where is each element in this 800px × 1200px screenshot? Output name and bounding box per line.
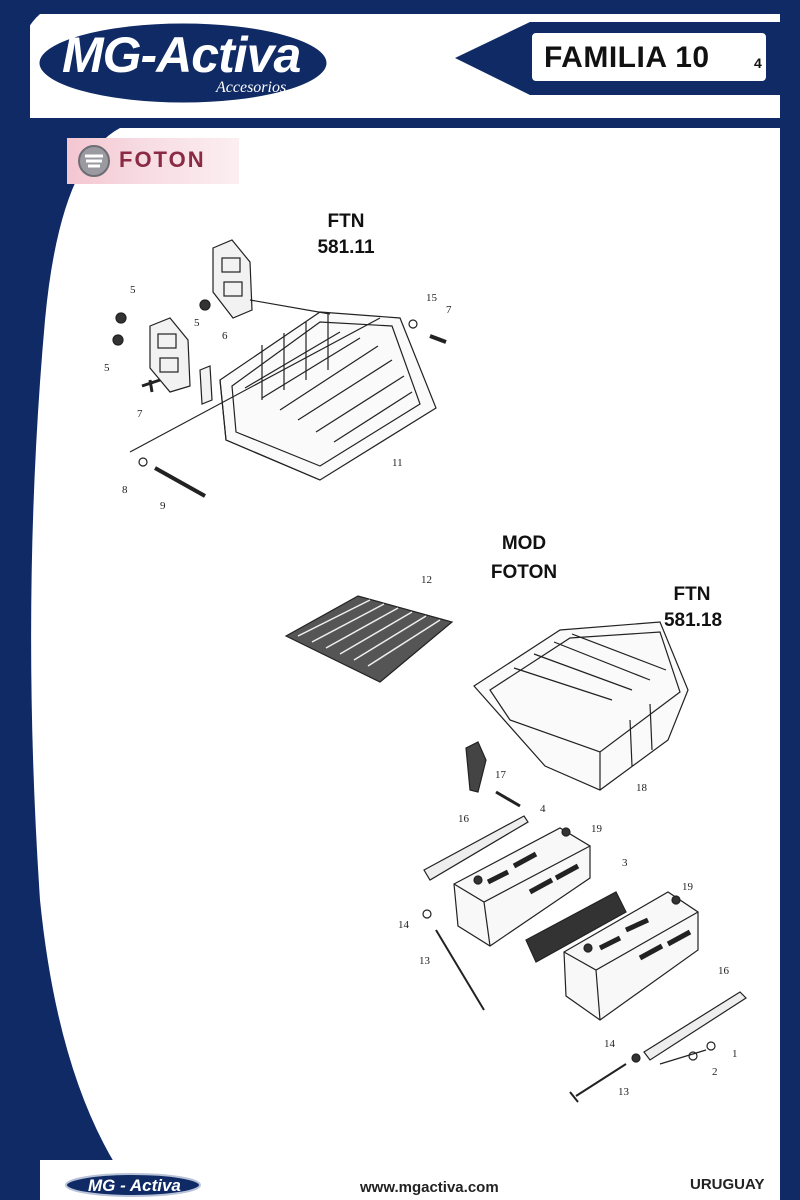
part-number: 7 bbox=[137, 408, 143, 420]
footer-logo-ellipse bbox=[65, 1173, 201, 1197]
part-number: 9 bbox=[160, 500, 166, 512]
part-number: 6 bbox=[222, 330, 228, 342]
ftn-mid-label: FTN bbox=[673, 584, 711, 605]
part-number: 19 bbox=[591, 823, 603, 835]
part-number: 7 bbox=[446, 304, 452, 316]
mod-name: FOTON bbox=[490, 562, 558, 583]
part-number: 13 bbox=[419, 955, 431, 967]
brand-badge: FOTON bbox=[67, 138, 239, 184]
part-number: 16 bbox=[718, 965, 730, 977]
part-number: 2 bbox=[712, 1066, 718, 1078]
part-number: 12 bbox=[421, 574, 432, 586]
footer-url[interactable]: www.mgactiva.com bbox=[360, 1179, 499, 1196]
basket bbox=[219, 311, 437, 481]
part-number: 15 bbox=[426, 292, 438, 304]
part-number: 5 bbox=[194, 317, 200, 329]
family-box: FAMILIA 10 4 bbox=[528, 29, 770, 85]
part-number: 5 bbox=[130, 284, 136, 296]
part-number: 8 bbox=[122, 484, 128, 496]
mod-label: MOD bbox=[501, 533, 547, 554]
ftn-top-label: FTN bbox=[327, 211, 365, 232]
part-number: 14 bbox=[398, 919, 410, 931]
family-sub: 4 bbox=[754, 55, 762, 71]
battery-left bbox=[453, 827, 591, 947]
battery-cover bbox=[473, 621, 689, 791]
part-number: 19 bbox=[682, 881, 694, 893]
foton-logo-icon bbox=[78, 145, 110, 177]
family-label: FAMILIA 10 bbox=[544, 41, 710, 74]
part-number: 13 bbox=[618, 1086, 630, 1098]
part-number: 11 bbox=[392, 457, 403, 469]
rubber-mat bbox=[284, 595, 454, 683]
part-number: 17 bbox=[495, 769, 507, 781]
part-number: 18 bbox=[636, 782, 648, 794]
brand-name: FOTON bbox=[119, 147, 206, 172]
part-number: 14 bbox=[604, 1038, 616, 1050]
bracket-lower bbox=[149, 317, 191, 393]
footer-logo-text: MG - Activa bbox=[88, 1176, 181, 1195]
part-number: 3 bbox=[622, 857, 628, 869]
ftn-top-code: 581.11 bbox=[317, 237, 375, 258]
footer-country: URUGUAY bbox=[690, 1176, 765, 1193]
part-number: 16 bbox=[458, 813, 470, 825]
battery-right bbox=[563, 891, 699, 1021]
ftn-mid-code: 581.18 bbox=[663, 610, 723, 631]
logo-text: MG-Activa bbox=[62, 27, 301, 83]
part-number: 1 bbox=[732, 1048, 738, 1060]
logo-subtitle: Accesorios bbox=[216, 79, 287, 96]
part-number: 5 bbox=[104, 362, 110, 374]
bracket-top bbox=[212, 239, 253, 319]
logo-ellipse bbox=[36, 20, 330, 106]
part-number: 4 bbox=[540, 803, 546, 815]
